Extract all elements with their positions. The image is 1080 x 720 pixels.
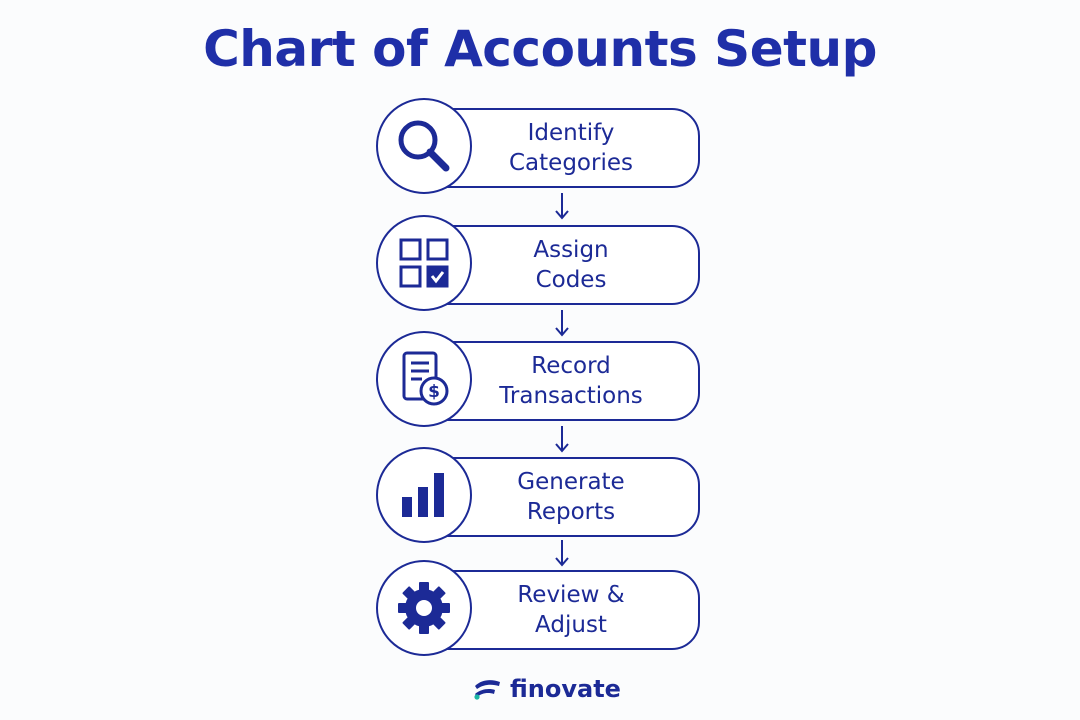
receipt-dollar-icon: $ xyxy=(402,351,449,406)
step-icon-circle: $ xyxy=(376,331,472,427)
step-label: Record Transactions xyxy=(472,341,670,421)
step-pill xyxy=(420,225,700,305)
magnifying-glass-icon xyxy=(398,120,450,172)
step-label: Generate Reports xyxy=(472,457,670,537)
bar-chart-icon xyxy=(402,473,444,517)
page-title: Chart of Accounts Setup xyxy=(203,20,877,78)
step-icon-circle xyxy=(376,98,472,194)
brand: finovate xyxy=(472,672,621,706)
step-label-line2: Reports xyxy=(526,499,616,525)
step-identify-categories: Identify Categories xyxy=(376,98,706,194)
step-label: Review & Adjust xyxy=(472,570,670,650)
step-label-line2: Transactions xyxy=(499,383,643,409)
step-icon-circle xyxy=(376,215,472,311)
step-label-line1: Generate xyxy=(517,469,625,495)
step-assign-codes: Assign Codes xyxy=(376,215,706,311)
step-label-line2: Adjust xyxy=(535,612,607,638)
step-generate-reports: Generate Reports xyxy=(376,447,706,543)
step-label-line2: Categories xyxy=(509,150,633,176)
gear-icon xyxy=(398,582,450,634)
svg-text:$: $ xyxy=(428,382,440,402)
down-arrow-icon xyxy=(555,426,569,453)
grid-checkbox-icon xyxy=(399,238,449,288)
step-review-adjust: Review & Adjust xyxy=(376,560,706,656)
step-record-transactions: $ Record Transactions xyxy=(376,331,706,427)
step-label-line1: Identify xyxy=(527,120,615,146)
down-arrow-icon xyxy=(555,310,569,337)
step-label-line1: Review & xyxy=(517,582,625,608)
step-label-line2: Codes xyxy=(535,267,607,293)
step-icon-circle xyxy=(376,447,472,543)
brand-name: finovate xyxy=(510,675,621,703)
finovate-logo-icon xyxy=(474,680,500,700)
step-label: Assign Codes xyxy=(472,225,670,305)
step-label: Identify Categories xyxy=(472,108,670,188)
down-arrow-icon xyxy=(555,540,569,567)
step-label-line1: Record xyxy=(531,353,611,379)
step-icon-circle xyxy=(376,560,472,656)
step-label-line1: Assign xyxy=(533,237,609,263)
down-arrow-icon xyxy=(555,193,569,220)
